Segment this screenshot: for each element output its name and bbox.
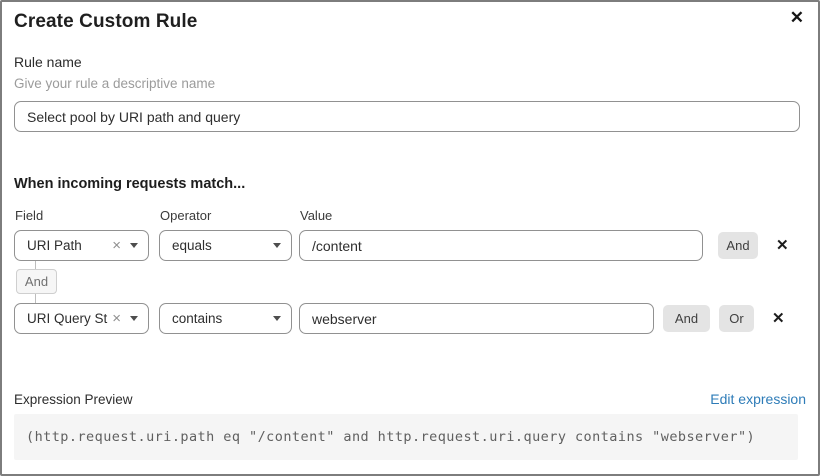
and-connector-badge: And	[16, 269, 57, 294]
condition-row: URI Query St... × contains And Or ✕	[14, 303, 785, 334]
value-input[interactable]	[299, 230, 703, 261]
operator-select[interactable]: equals	[159, 230, 292, 261]
expression-preview-box: (http.request.uri.path eq "/content" and…	[14, 414, 798, 460]
add-and-condition-button[interactable]: And	[718, 232, 758, 259]
edit-expression-link[interactable]: Edit expression	[710, 391, 806, 407]
operator-select-value: equals	[172, 238, 212, 253]
rule-name-input[interactable]	[14, 101, 800, 132]
field-select[interactable]: URI Path ×	[14, 230, 149, 261]
field-column-label: Field	[15, 208, 44, 223]
add-or-condition-button[interactable]: Or	[719, 305, 754, 332]
page-title: Create Custom Rule	[14, 11, 198, 32]
match-section-heading: When incoming requests match...	[14, 176, 246, 192]
chevron-down-icon	[130, 243, 138, 248]
clear-field-icon[interactable]: ×	[112, 310, 121, 327]
rule-name-help-text: Give your rule a descriptive name	[14, 76, 216, 91]
delete-row-icon[interactable]: ✕	[772, 310, 785, 327]
chevron-down-icon	[273, 316, 281, 321]
connector-line	[35, 261, 36, 269]
connector-line	[35, 294, 36, 303]
chevron-down-icon	[130, 316, 138, 321]
operator-select[interactable]: contains	[159, 303, 292, 334]
operator-column-label: Operator	[160, 208, 212, 223]
delete-row-icon[interactable]: ✕	[776, 237, 789, 254]
operator-select-value: contains	[172, 311, 223, 326]
value-column-label: Value	[300, 208, 333, 223]
chevron-down-icon	[273, 243, 281, 248]
condition-row: URI Path × equals And ✕	[14, 230, 789, 261]
expression-code: (http.request.uri.path eq "/content" and…	[26, 429, 756, 445]
expression-preview-label: Expression Preview	[14, 392, 133, 407]
field-select-value: URI Query St...	[27, 311, 108, 326]
close-icon[interactable]: ✕	[789, 8, 804, 27]
clear-field-icon[interactable]: ×	[112, 237, 121, 254]
add-and-condition-button[interactable]: And	[663, 305, 710, 332]
value-input[interactable]	[299, 303, 654, 334]
field-select-value: URI Path	[27, 238, 82, 253]
rule-name-label: Rule name	[14, 54, 82, 70]
field-select[interactable]: URI Query St... ×	[14, 303, 149, 334]
